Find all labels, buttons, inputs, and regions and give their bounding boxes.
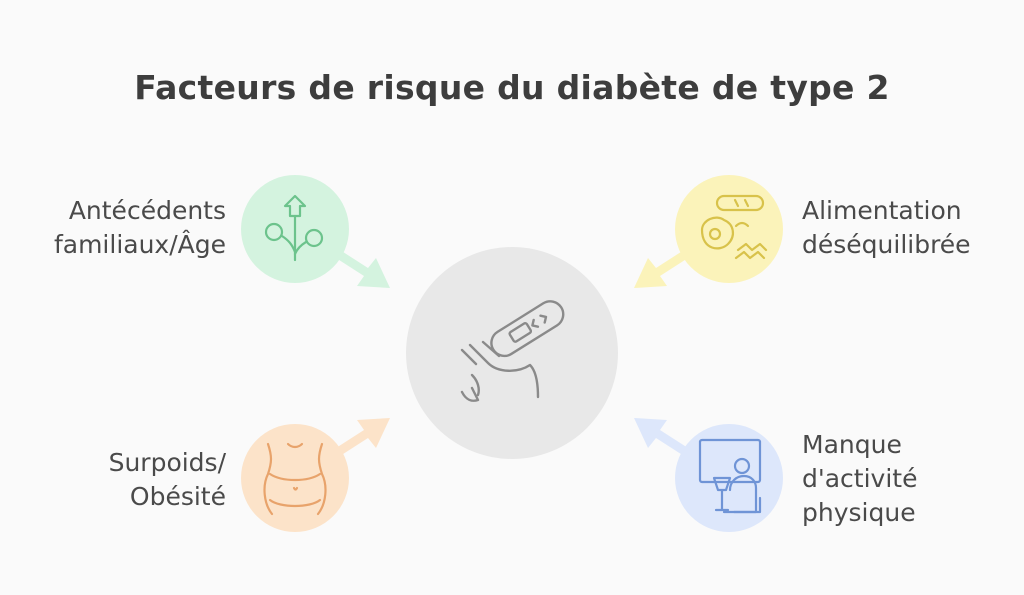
food-icon: [700, 194, 768, 260]
circle-diet: [675, 175, 783, 283]
label-inactivity: Manque d'activité physique: [802, 430, 918, 527]
arrow-diet: [634, 250, 688, 288]
family-tree-icon: [264, 194, 324, 262]
label-overweight: Surpoids/ Obésité: [108, 448, 226, 511]
arrow-family-age: [336, 250, 390, 288]
circle-overweight: [241, 424, 349, 532]
glucose-meter-icon: [460, 300, 565, 402]
page-title: Facteurs de risque du diabète de type 2: [134, 68, 890, 107]
arrow-inactivity: [634, 418, 688, 456]
label-family-age: Antécédents familiaux/Âge: [53, 196, 226, 259]
waist-icon: [263, 442, 327, 516]
label-diet: Alimentation déséquilibrée: [802, 196, 971, 259]
arrow-overweight: [336, 418, 390, 456]
sedentary-icon: [698, 438, 762, 514]
